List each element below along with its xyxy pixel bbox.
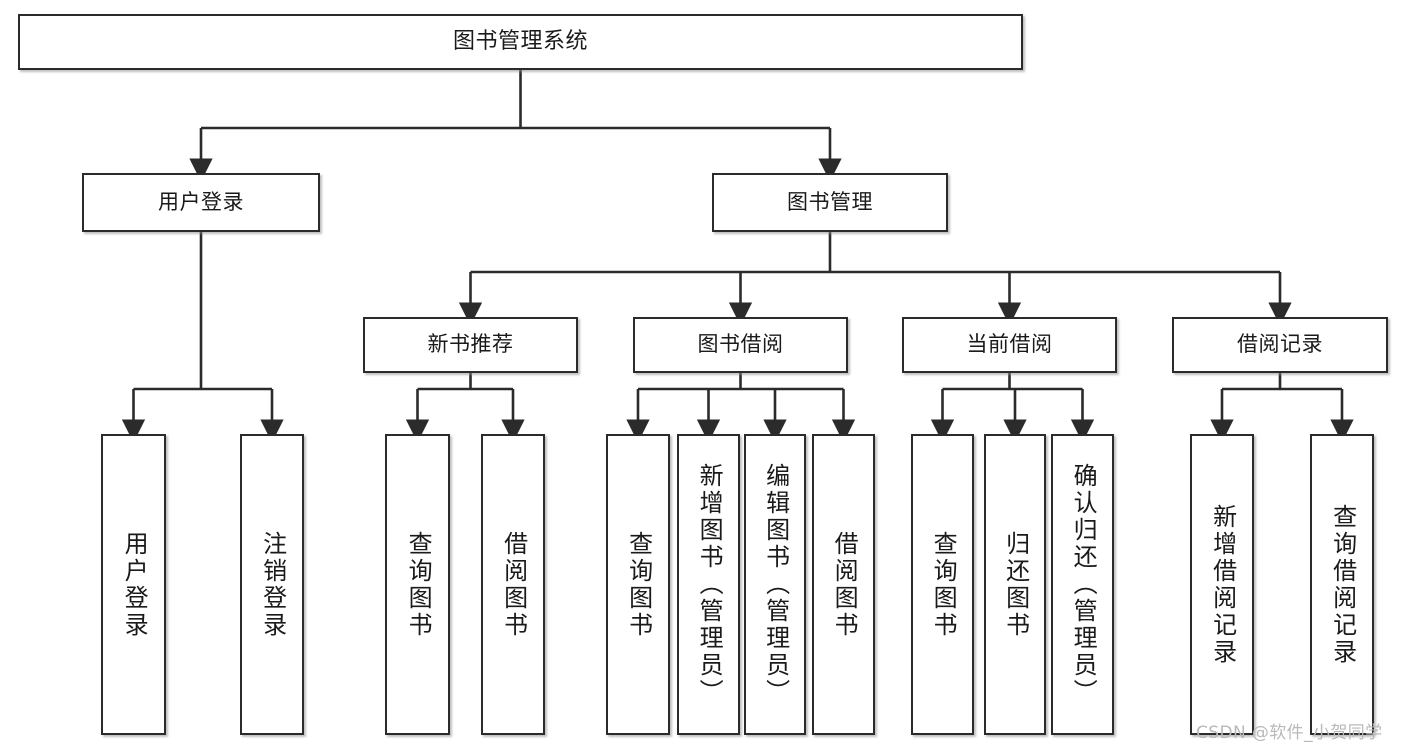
node-leaf-borrow-1[interactable]: 借阅图书 (481, 434, 545, 735)
node-user-login[interactable]: 用户登录 (82, 173, 320, 232)
node-label: 注销登录 (258, 530, 287, 639)
node-label: 新增图书（管理员） (695, 463, 724, 706)
node-label: 查询图书 (404, 530, 433, 639)
node-book-manage[interactable]: 图书管理 (712, 173, 948, 232)
node-label: 查询图书 (624, 530, 653, 639)
node-label: 查询借阅记录 (1328, 503, 1357, 666)
node-leaf-return[interactable]: 归还图书 (984, 434, 1046, 735)
node-leaf-logout[interactable]: 注销登录 (240, 434, 304, 735)
node-label: 借阅记录 (1237, 332, 1323, 357)
node-label: 图书管理 (787, 189, 873, 214)
node-leaf-edit-book[interactable]: 编辑图书（管理员） (744, 434, 806, 735)
node-current-borrow[interactable]: 当前借阅 (902, 317, 1117, 373)
node-label: 用户登录 (120, 530, 149, 639)
node-label: 图书管理系统 (452, 28, 588, 54)
node-leaf-add-record[interactable]: 新增借阅记录 (1190, 434, 1254, 735)
node-borrow-record[interactable]: 借阅记录 (1172, 317, 1388, 373)
node-book-borrow[interactable]: 图书借阅 (633, 317, 848, 373)
node-label: 新书推荐 (427, 332, 514, 357)
node-label: 查询图书 (929, 530, 958, 639)
node-label: 新增借阅记录 (1208, 503, 1237, 666)
node-leaf-add-book[interactable]: 新增图书（管理员） (677, 434, 740, 735)
node-label: 借阅图书 (830, 530, 859, 639)
node-new-book-rec[interactable]: 新书推荐 (363, 317, 578, 373)
node-leaf-query-1[interactable]: 查询图书 (385, 434, 450, 735)
node-leaf-qry-record[interactable]: 查询借阅记录 (1310, 434, 1374, 735)
node-label: 确认归还（管理员） (1069, 463, 1098, 706)
node-leaf-confirm[interactable]: 确认归还（管理员） (1051, 434, 1114, 735)
node-label: 编辑图书（管理员） (761, 463, 790, 706)
node-label: 归还图书 (1001, 530, 1030, 639)
node-label: 用户登录 (158, 189, 244, 214)
node-leaf-user-login[interactable]: 用户登录 (101, 434, 166, 735)
node-label: 图书借阅 (697, 332, 784, 357)
node-root[interactable]: 图书管理系统 (18, 14, 1023, 70)
node-leaf-query-3[interactable]: 查询图书 (911, 434, 974, 735)
node-leaf-borrow-2[interactable]: 借阅图书 (812, 434, 875, 735)
node-leaf-query-2[interactable]: 查询图书 (606, 434, 670, 735)
node-label: 借阅图书 (499, 530, 528, 639)
csdn-watermark: CSDN @软件_小贺同学 (1196, 723, 1383, 743)
node-label: 当前借阅 (966, 332, 1053, 357)
